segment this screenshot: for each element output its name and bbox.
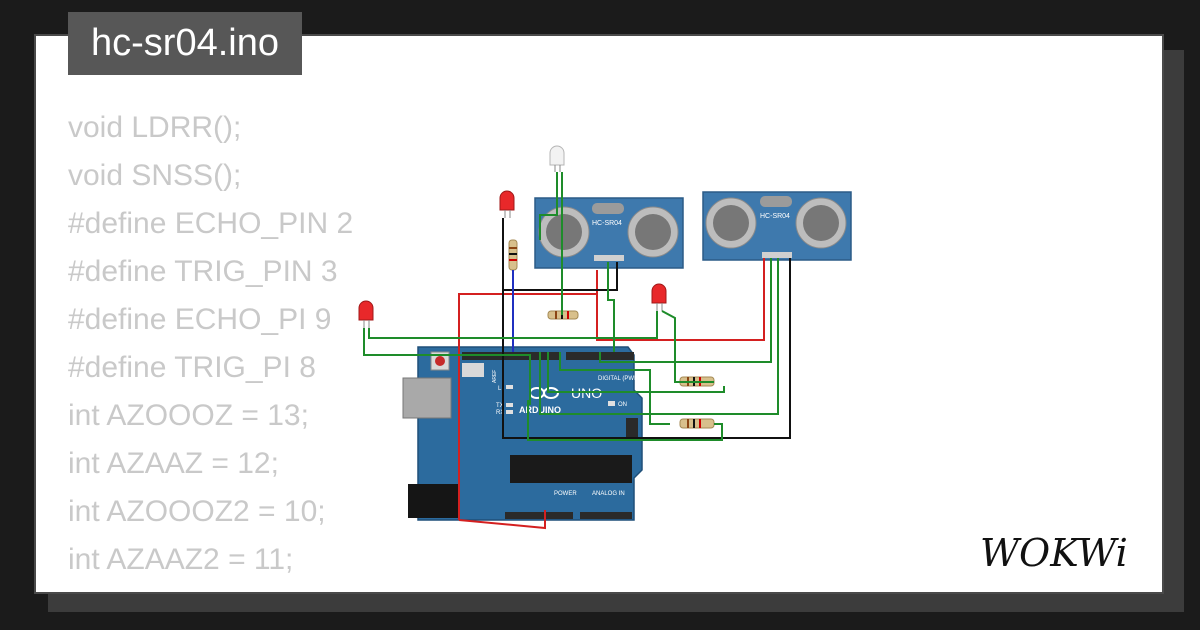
resistor-1[interactable] [508, 239, 518, 271]
code-line: int AZAAZ2 = 11; [68, 543, 294, 576]
wire-green [539, 258, 779, 415]
sensor-mesh [635, 214, 671, 250]
code-line: #define ECHO_PI 9 [68, 303, 332, 336]
on-led-label: ON [618, 402, 627, 408]
code-line: int AZOOOZ = 13; [68, 399, 309, 432]
wire-green [661, 310, 714, 383]
power-label: POWER [554, 491, 577, 497]
aref-label: AREF [492, 370, 498, 383]
icsp-header [626, 418, 638, 438]
rx-led [506, 410, 513, 414]
code-line: int AZAAZ = 12; [68, 447, 279, 480]
led-red-1[interactable] [499, 190, 515, 218]
wire-red [596, 258, 765, 341]
arduino-uno-board[interactable]: DIGITAL (PWM ~) AREF UNO ARDUINO ON TX R… [402, 346, 646, 521]
wokwi-logo-text: WOKWi [980, 531, 1128, 575]
sensor-label: HC-SR04 [592, 220, 622, 227]
wire-red [458, 510, 546, 530]
analog-header [580, 512, 632, 519]
led-white[interactable] [549, 145, 565, 172]
power-header [505, 512, 573, 519]
code-line: void LDRR(); [68, 111, 242, 144]
wire-green [539, 172, 558, 240]
sensor-crystal [592, 203, 624, 214]
sensor-mesh [713, 205, 749, 241]
code-line: int AZOOOZ2 = 10; [68, 495, 326, 528]
hc-sr04-sensor-2[interactable]: HC-SR04 [702, 191, 852, 261]
digital-label: DIGITAL (PWM ~) [598, 376, 646, 382]
sensor-pin-header [762, 252, 792, 258]
wires [363, 172, 791, 530]
usb-port [402, 377, 452, 419]
wire-green [559, 352, 670, 425]
reset-button-cap [435, 356, 445, 366]
on-led [608, 401, 615, 406]
wire-green [368, 311, 658, 339]
tx-led [506, 403, 513, 407]
led-red-3[interactable] [651, 283, 667, 311]
circuit-diagram: DIGITAL (PWM ~) AREF UNO ARDUINO ON TX R… [358, 145, 852, 530]
atmega-chip [510, 455, 632, 483]
code-line: void SNSS(); [68, 159, 242, 192]
rx-label: RX [496, 410, 504, 416]
resistor-4[interactable] [679, 418, 715, 429]
wire-green [363, 328, 531, 405]
code-preview: void LDRR(); void SNSS(); #define ECHO_P… [68, 104, 408, 584]
code-line: #define TRIG_PI 8 [68, 351, 316, 384]
wire-green [547, 352, 725, 393]
wire-green [599, 258, 772, 363]
hc-sr04-sensor-1[interactable]: HC-SR04 [534, 197, 684, 269]
sensor-crystal [760, 196, 792, 207]
wire-black [502, 218, 791, 439]
wire-black [503, 262, 618, 291]
tx-label: TX [496, 403, 504, 409]
l-label: L [498, 386, 502, 392]
sensor-mesh [546, 214, 582, 250]
power-jack [408, 484, 458, 518]
l-led [506, 385, 513, 389]
wire-green [607, 262, 615, 352]
icsp-block [462, 363, 484, 377]
code-line: #define ECHO_PIN 2 [68, 207, 354, 240]
sensor-mesh [803, 205, 839, 241]
wire-green [527, 400, 723, 441]
code-line: #define TRIG_PIN 3 [68, 255, 338, 288]
wokwi-logo: WOKWi [980, 531, 1128, 575]
led-red-2[interactable] [358, 300, 374, 328]
analog-label: ANALOG IN [592, 491, 625, 497]
sensor-label: HC-SR04 [760, 213, 790, 220]
sensor-pin-header [594, 255, 624, 261]
file-tab[interactable]: hc-sr04.ino [68, 12, 302, 75]
